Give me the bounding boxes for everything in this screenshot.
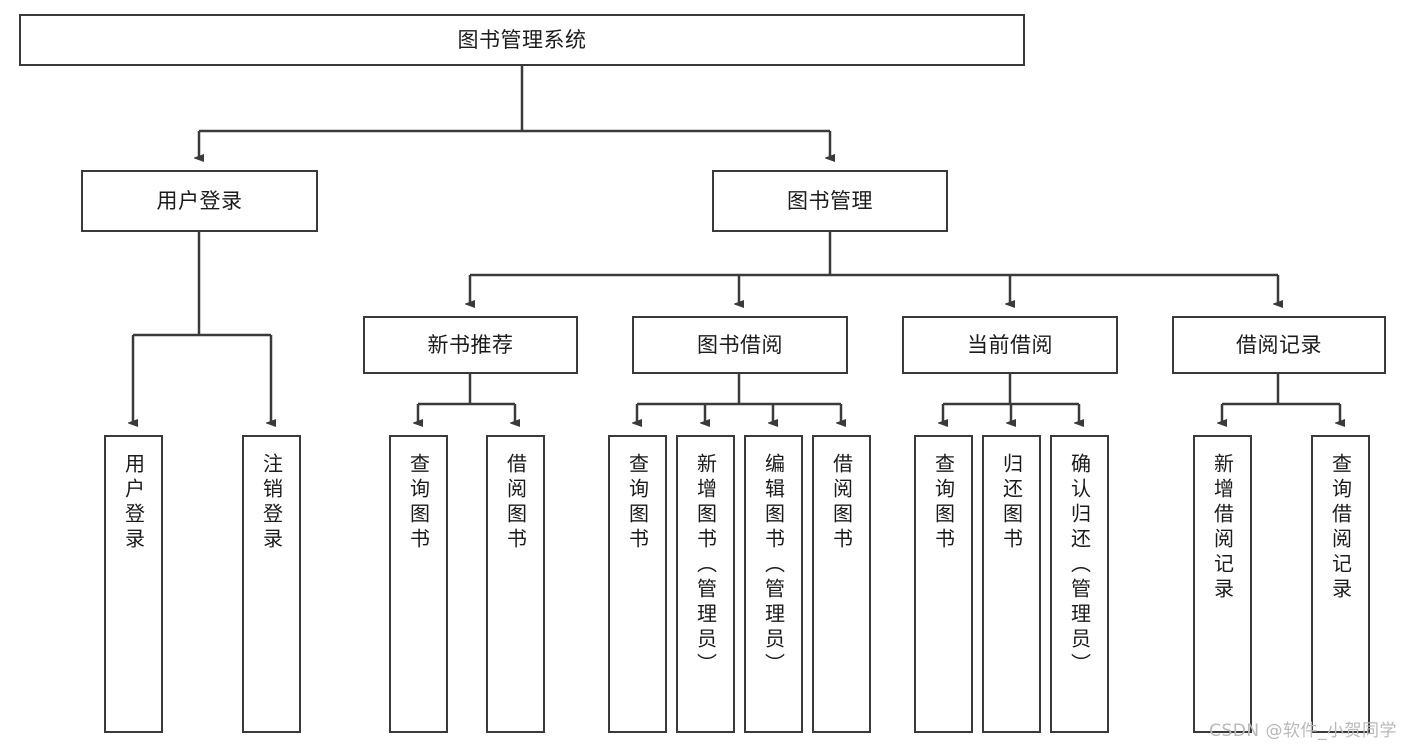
leaf-borrow-book-recommend[interactable]: 借阅图书 <box>486 435 545 733</box>
leaf-query-book-current-label: 查询图书 <box>931 453 956 553</box>
node-root[interactable]: 图书管理系统 <box>19 14 1025 66</box>
node-current-borrow[interactable]: 当前借阅 <box>902 316 1118 374</box>
leaf-query-book-borrow-label: 查询图书 <box>625 453 650 553</box>
leaf-query-borrow-record-label: 查询借阅记录 <box>1328 453 1353 603</box>
node-user-login[interactable]: 用户登录 <box>81 170 318 232</box>
leaf-borrow-book-recommend-label: 借阅图书 <box>503 453 528 553</box>
leaf-logout[interactable]: 注销登录 <box>242 435 301 733</box>
node-borrow-records[interactable]: 借阅记录 <box>1172 316 1386 374</box>
leaf-add-book-admin-label: 新增图书（管理员） <box>693 453 718 678</box>
node-root-label: 图书管理系统 <box>457 27 587 52</box>
leaf-borrow-book-label: 借阅图书 <box>829 453 854 553</box>
leaf-query-borrow-record[interactable]: 查询借阅记录 <box>1311 435 1370 733</box>
leaf-user-login[interactable]: 用户登录 <box>104 435 163 733</box>
leaf-query-book-current[interactable]: 查询图书 <box>914 435 973 733</box>
leaf-logout-label: 注销登录 <box>259 453 284 553</box>
node-book-management-label: 图书管理 <box>787 188 873 213</box>
leaf-add-borrow-record-label: 新增借阅记录 <box>1210 453 1235 603</box>
leaf-edit-book-admin-label: 编辑图书（管理员） <box>761 453 786 678</box>
leaf-borrow-book[interactable]: 借阅图书 <box>812 435 871 733</box>
node-borrow-records-label: 借阅记录 <box>1236 332 1322 357</box>
node-user-login-label: 用户登录 <box>156 188 243 213</box>
leaf-query-book-recommend[interactable]: 查询图书 <box>389 435 448 733</box>
leaf-add-borrow-record[interactable]: 新增借阅记录 <box>1193 435 1252 733</box>
leaf-edit-book-admin[interactable]: 编辑图书（管理员） <box>744 435 803 733</box>
leaf-return-book-label: 归还图书 <box>999 453 1024 553</box>
leaf-confirm-return-admin-label: 确认归还（管理员） <box>1067 453 1092 678</box>
node-new-book-recommend-label: 新书推荐 <box>427 332 514 357</box>
leaf-add-book-admin[interactable]: 新增图书（管理员） <box>676 435 735 733</box>
node-current-borrow-label: 当前借阅 <box>967 332 1053 357</box>
csdn-watermark: CSDN @软件_小贺同学 <box>1209 721 1397 741</box>
node-book-borrow[interactable]: 图书借阅 <box>632 316 848 374</box>
leaf-query-book-recommend-label: 查询图书 <box>406 453 431 553</box>
leaf-confirm-return-admin[interactable]: 确认归还（管理员） <box>1050 435 1109 733</box>
leaf-user-login-label: 用户登录 <box>121 453 146 553</box>
node-book-borrow-label: 图书借阅 <box>697 332 783 357</box>
node-new-book-recommend[interactable]: 新书推荐 <box>363 316 578 374</box>
node-book-management[interactable]: 图书管理 <box>712 170 948 232</box>
leaf-return-book[interactable]: 归还图书 <box>982 435 1041 733</box>
leaf-query-book-borrow[interactable]: 查询图书 <box>608 435 667 733</box>
